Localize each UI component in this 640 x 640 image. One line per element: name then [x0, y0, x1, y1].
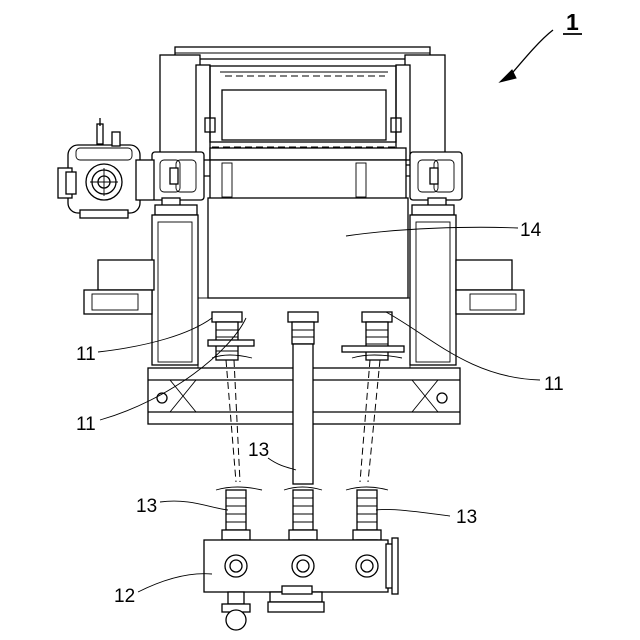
right-arm [456, 260, 512, 290]
leader-13-right [376, 509, 450, 516]
drive-gearbox [58, 118, 154, 218]
label-12: 12 [114, 586, 135, 607]
roller-14-body [208, 198, 408, 298]
manifold-12 [204, 538, 398, 630]
label-1: 1 [566, 9, 579, 35]
left-arm [98, 260, 154, 290]
label-13-left: 13 [136, 496, 157, 517]
nozzle-center [288, 312, 318, 344]
leader-12 [138, 574, 212, 592]
upper-roller [210, 66, 396, 155]
upper-roller-body [222, 90, 386, 140]
left-upper-column [160, 55, 200, 165]
label-13-right: 13 [456, 507, 477, 528]
nozzle-left [208, 312, 254, 360]
reference-1-callout: 1 [500, 9, 582, 82]
nozzle-right [342, 312, 404, 360]
right-upper-column [405, 55, 445, 165]
manifold-port-left [225, 555, 247, 577]
right-side-post [410, 215, 456, 365]
hose-center [293, 344, 313, 484]
roller-14-upper-band [210, 160, 406, 200]
roller-14 [182, 148, 432, 298]
left-side-post [152, 215, 198, 365]
label-14: 14 [520, 220, 542, 241]
label-11-left-lower: 11 [76, 414, 96, 435]
arrow-1-shaft [508, 30, 553, 78]
label-11-left-upper: 11 [76, 344, 96, 365]
leader-13-left [160, 501, 228, 510]
right-bearing-block [410, 152, 462, 215]
manifold-port-right [356, 555, 378, 577]
right-upper-bracket [396, 65, 410, 160]
left-bearing-block [152, 152, 204, 215]
manifold-port-center [292, 555, 314, 577]
left-upper-bracket [196, 65, 210, 160]
label-13-middle: 13 [248, 440, 269, 461]
leader-13-middle [268, 458, 296, 470]
label-11-right: 11 [544, 374, 564, 395]
